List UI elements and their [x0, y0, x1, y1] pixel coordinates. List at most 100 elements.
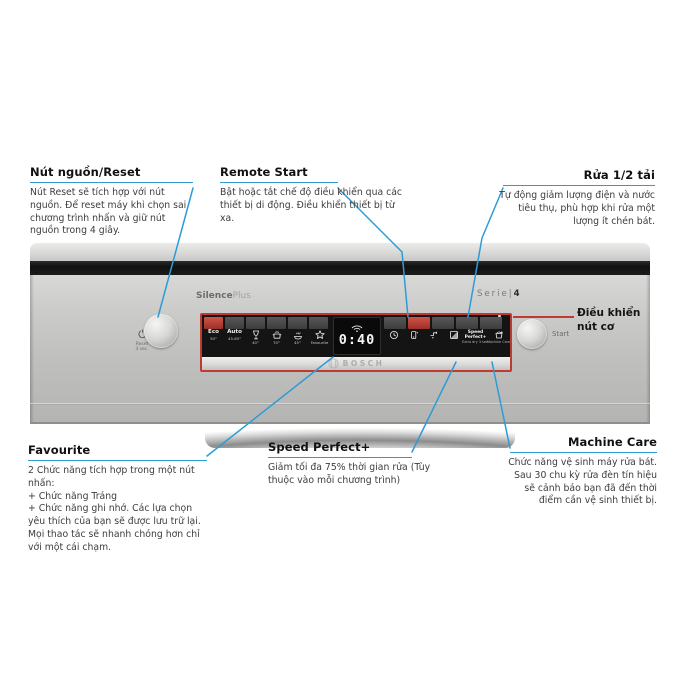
callout-title: Nút nguồn/Reset — [30, 165, 141, 179]
callout-remote-start: Remote Start Bật hoặc tắt chế độ điều kh… — [220, 165, 410, 225]
program-label: Eco — [208, 329, 219, 335]
callout-body: Chức năng vệ sinh máy rửa bát. Sau 30 ch… — [508, 457, 657, 507]
callout-title: Điều khiển nút cơ — [577, 307, 641, 334]
vent-gap — [30, 261, 650, 275]
quick-wash-icon — [293, 332, 302, 340]
option-key-timer — [384, 317, 406, 329]
callout-rule — [220, 182, 338, 183]
program-temp: 45-65° — [228, 335, 241, 341]
program-quick: 45° — [288, 330, 307, 345]
serie-number: 4 — [513, 289, 520, 299]
callout-half-load: Rửa 1/2 tải Tự động giảm lượng điện và n… — [490, 168, 655, 228]
door-edge-right — [646, 275, 650, 422]
program-keys — [204, 317, 330, 329]
program-auto: Auto 45-65° — [225, 329, 244, 345]
power-hold-label2: 3 sec. — [135, 347, 149, 353]
program-icons: Eco 50° Auto 45-65° 40° — [204, 329, 332, 345]
speed-label-2: Perfect+ — [464, 335, 487, 341]
callout-title: Speed Perfect+ — [268, 440, 371, 454]
option-key-speed — [456, 317, 478, 329]
program-temp: 70° — [273, 340, 280, 345]
program-glass: 40° — [246, 330, 265, 345]
program-temp: 40° — [252, 340, 259, 345]
start-button-label: Start — [552, 330, 570, 338]
delay-timer-icon — [390, 331, 398, 339]
favourite-bullet-2: + Chức năng ghi nhớ. Các lựa chọn yêu th… — [28, 503, 201, 553]
panel-display: 0:40 — [333, 317, 381, 355]
brand-silenceplus: SilencePlus — [196, 291, 251, 301]
display-time: 0:40 — [338, 331, 376, 348]
remote-start-icon — [411, 331, 419, 340]
bosch-logo-icon — [328, 358, 339, 369]
program-key-favourite — [309, 317, 328, 329]
callout-rule — [28, 460, 207, 461]
control-panel: Eco 50° Auto 45-65° 40° — [200, 313, 512, 372]
speed-label-1: Speed — [467, 330, 484, 335]
callout-speed-perfect: Speed Perfect+ Giảm tối đa 75% thời gian… — [268, 440, 440, 488]
option-half-load — [444, 330, 464, 345]
program-key-quick — [288, 317, 307, 329]
callout-rule — [30, 182, 193, 183]
option-remote-start — [404, 330, 424, 345]
bosch-logo-text: BOSCH — [342, 359, 385, 368]
program-temp: 50° — [210, 335, 217, 341]
half-load-icon — [450, 331, 458, 339]
callout-title: Machine Care — [567, 435, 657, 449]
callout-title: Remote Start — [220, 165, 308, 179]
callout-power-reset: Nút nguồn/Reset Nút Reset sẽ tích hợp vớ… — [30, 165, 195, 238]
program-key-eco — [204, 317, 223, 329]
option-key-care — [480, 317, 502, 329]
machine-care-icon — [495, 331, 503, 339]
panel-indicator-dot — [498, 315, 501, 317]
callout-body: Nút Reset sẽ tích hợp với nút nguồn. Để … — [30, 187, 187, 237]
callout-body: 2 Chức năng tích hợp trong một nút nhấn:… — [28, 465, 209, 555]
callout-body: Bật hoặc tắt chế độ điều khiển qua các t… — [220, 187, 403, 224]
star-icon — [314, 330, 325, 339]
program-favourite: Favourite — [309, 330, 330, 345]
panel-black-area: Eco 50° Auto 45-65° 40° — [202, 315, 510, 357]
door-edge-left — [30, 275, 34, 422]
power-button — [144, 314, 178, 348]
pot-icon — [272, 331, 281, 339]
option-key-remote — [408, 317, 430, 329]
worktop — [30, 243, 650, 262]
program-key-auto — [225, 317, 244, 329]
brand-bold: Silence — [196, 291, 233, 301]
favourite-bullet-1: + Chức năng Tráng — [28, 490, 118, 502]
callout-machine-care: Machine Care Chức năng vệ sinh máy rửa b… — [505, 435, 657, 508]
option-keys — [384, 317, 508, 329]
start-button — [517, 319, 547, 349]
bosch-strip: BOSCH — [202, 357, 510, 370]
program-eco: Eco 50° — [204, 329, 223, 345]
option-machine-care: Machine Care — [487, 330, 510, 345]
program-label: Favourite — [310, 340, 329, 345]
callout-rule — [510, 452, 657, 453]
serie-word: Serie — [477, 289, 509, 299]
option-water-tap — [424, 330, 444, 345]
callout-body: Giảm tối đa 75% thời gian rửa (Tùy thuộc… — [268, 462, 431, 486]
callout-title: Rửa 1/2 tải — [583, 168, 655, 182]
callout-rule — [503, 185, 655, 186]
program-intensive: 70° — [267, 330, 286, 345]
option-delay-timer — [384, 330, 404, 345]
option-key-half-load — [432, 317, 454, 329]
favourite-intro: 2 Chức năng tích hợp trong một nút nhấn: — [28, 465, 195, 489]
brand-light: Plus — [232, 291, 251, 301]
callout-rule — [268, 457, 412, 458]
care-sub-label: Machine Care — [486, 340, 511, 344]
callout-manual-control: Điều khiển nút cơ — [577, 306, 663, 334]
callout-body: Tự động giảm lượng điện và nước tiêu thụ… — [499, 190, 655, 227]
callout-title: Favourite — [28, 443, 91, 457]
program-label: Auto — [227, 329, 242, 335]
serie-badge: Serie|4 — [477, 289, 520, 299]
callout-favourite: Favourite 2 Chức năng tích hợp trong một… — [28, 443, 209, 555]
glass-icon — [252, 330, 259, 340]
program-key-intensive — [267, 317, 286, 329]
water-tap-icon — [430, 331, 437, 339]
serie-divider: | — [508, 289, 514, 299]
option-icons: Speed Perfect+ Extra dry 3 sec. Machine … — [384, 330, 510, 345]
power-hold-label: Reset — [135, 342, 149, 347]
wifi-icon — [351, 325, 363, 332]
option-speed-perfect: Speed Perfect+ Extra dry 3 sec. — [462, 330, 489, 345]
